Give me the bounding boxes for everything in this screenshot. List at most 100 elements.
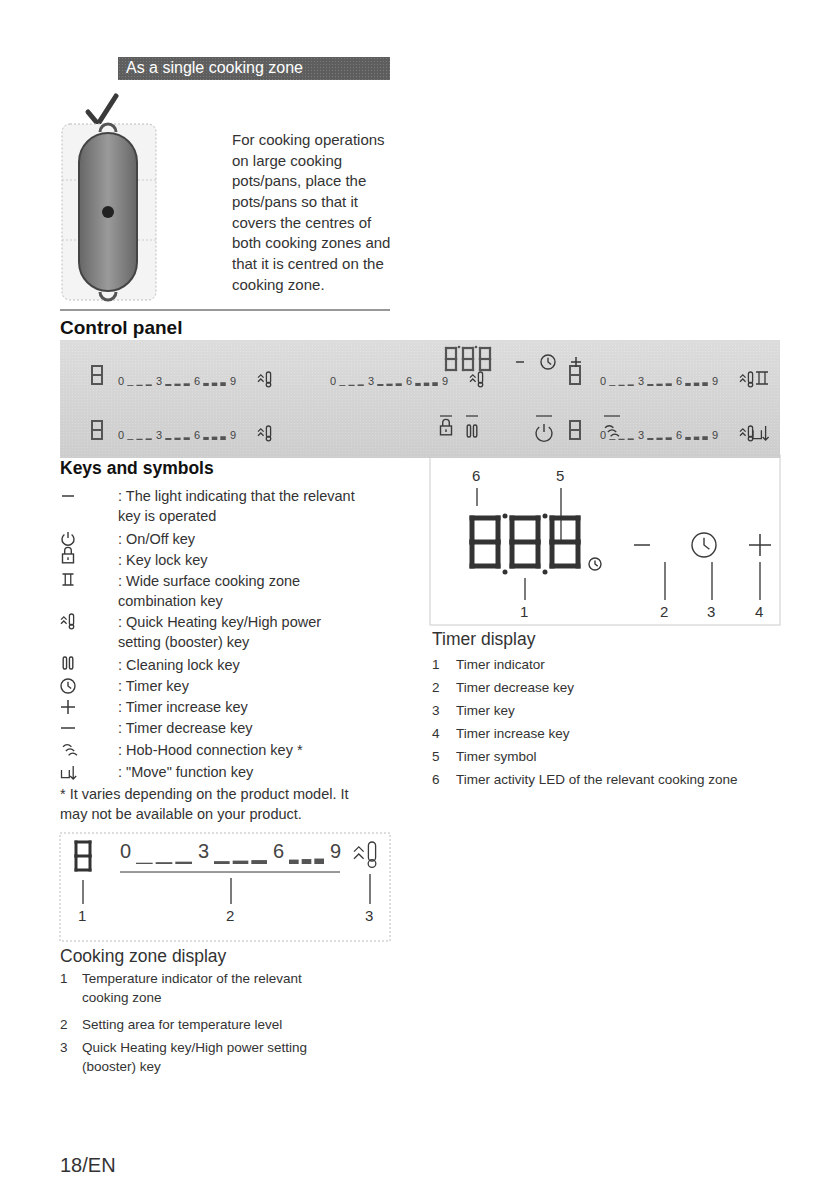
booster-icon [258, 372, 271, 387]
key-lock-icon [63, 547, 74, 562]
move-icon [62, 766, 77, 779]
booster-icon [258, 426, 271, 441]
seven-segment-digit [76, 842, 90, 870]
key-description: : Key lock key [118, 550, 207, 570]
plus-icon [571, 357, 581, 367]
callout-number: 1 [78, 906, 86, 927]
key-lock-icon [441, 419, 452, 434]
level-scale-bars [339, 382, 438, 386]
key-description: : "Move" function key [118, 762, 253, 782]
list-number: 3 [432, 702, 440, 721]
oval-pan [79, 133, 137, 291]
list-text: Timer key [456, 702, 515, 721]
key-description: : Timer key [118, 676, 189, 696]
section-heading: Control panel [60, 315, 182, 341]
list-text: Timer symbol [456, 748, 537, 767]
footnote: * It varies depending on the product mod… [60, 784, 372, 824]
callout-number: 1 [520, 602, 528, 623]
scale-number: 9 [330, 838, 341, 866]
scale-number: 0 [600, 428, 606, 443]
callout-number: 2 [226, 906, 234, 927]
list-number: 1 [432, 656, 440, 675]
scale-number: 6 [194, 374, 200, 389]
scale-number: 3 [368, 374, 374, 389]
scale-number: 6 [406, 374, 412, 389]
instruction-text: For cooking operations on large cooking … [232, 130, 400, 296]
booster-icon [354, 842, 376, 867]
scale-number: 9 [712, 428, 718, 443]
list-text: Temperature indicator of the relevant co… [82, 970, 352, 1007]
hob-zone-outline [62, 124, 156, 300]
scale-number: 9 [712, 374, 718, 389]
key-description: : The light indicating that the relevant… [118, 486, 363, 526]
list-text: Timer indicator [456, 656, 545, 675]
plus-icon [61, 700, 75, 714]
power-icon [62, 532, 74, 545]
booster-icon [470, 372, 483, 387]
list-number: 2 [60, 1016, 68, 1035]
key-description: : On/Off key [118, 529, 195, 549]
callout-number: 3 [707, 602, 715, 623]
key-description: : Timer decrease key [118, 718, 253, 738]
list-text: Timer decrease key [456, 679, 574, 698]
minus-icon [516, 361, 524, 363]
section-heading-band: As a single cooking zone [118, 57, 390, 80]
scale-number: 6 [676, 428, 682, 443]
wide-zone-icon [756, 372, 768, 384]
level-scale-bars [609, 436, 708, 440]
callout-number: 3 [365, 906, 373, 927]
key-description: : Cleaning lock key [118, 655, 240, 675]
cooking-zone-display-frame [60, 833, 390, 941]
scale-number: 0 [600, 374, 606, 389]
list-text: Quick Heating key/High power setting (bo… [82, 1039, 352, 1076]
scale-number: 0 [118, 374, 124, 389]
callout-number: 5 [556, 466, 564, 487]
minus-icon [62, 495, 74, 497]
callout-number: 4 [755, 602, 763, 623]
power-icon [536, 424, 552, 441]
level-scale-bars [127, 382, 226, 386]
key-description: : Hob-Hood connection key * [118, 740, 303, 760]
list-text: Setting area for temperature level [82, 1016, 372, 1035]
key-description: : Quick Heating key/High power setting (… [118, 612, 363, 652]
callout-number: 2 [660, 602, 668, 623]
scale-number: 3 [156, 374, 162, 389]
list-number: 5 [432, 748, 440, 767]
scale-number: 0 [330, 374, 336, 389]
seven-segment-digit [512, 518, 538, 566]
scale-number: 3 [638, 428, 644, 443]
timer-icon [589, 558, 601, 570]
timer-icon [692, 533, 716, 557]
list-number: 1 [60, 970, 68, 989]
seven-segment-digit [480, 348, 490, 370]
plus-icon [749, 534, 771, 556]
list-number: 4 [432, 725, 440, 744]
seven-segment-digit [446, 348, 456, 370]
page-number: 18/EN [60, 1152, 116, 1180]
seven-segment-digit [552, 518, 578, 566]
section-rule [60, 309, 390, 310]
seven-segment-digit [570, 366, 580, 384]
cleaning-lock-icon [63, 657, 73, 669]
control-panel-ground [60, 340, 780, 458]
seven-segment-digit [570, 421, 580, 439]
scale-number: 9 [230, 428, 236, 443]
seven-segment-digit [472, 518, 498, 566]
key-description: : Timer increase key [118, 697, 248, 717]
timer-icon [61, 679, 75, 693]
callout-number: 6 [472, 466, 480, 487]
check-mark [88, 96, 116, 124]
scale-number: 3 [638, 374, 644, 389]
scale-number: 3 [156, 428, 162, 443]
list-number: 3 [60, 1039, 68, 1058]
scale-number: 6 [676, 374, 682, 389]
timer-icon [541, 355, 555, 369]
booster-icon [61, 614, 74, 629]
list-text: Timer increase key [456, 725, 570, 744]
cleaning-lock-icon [467, 425, 477, 437]
minus-icon [634, 544, 650, 546]
level-scale-bars [127, 436, 226, 440]
list-number: 2 [432, 679, 440, 698]
list-number: 6 [432, 771, 440, 790]
scale-number: 6 [273, 838, 284, 866]
